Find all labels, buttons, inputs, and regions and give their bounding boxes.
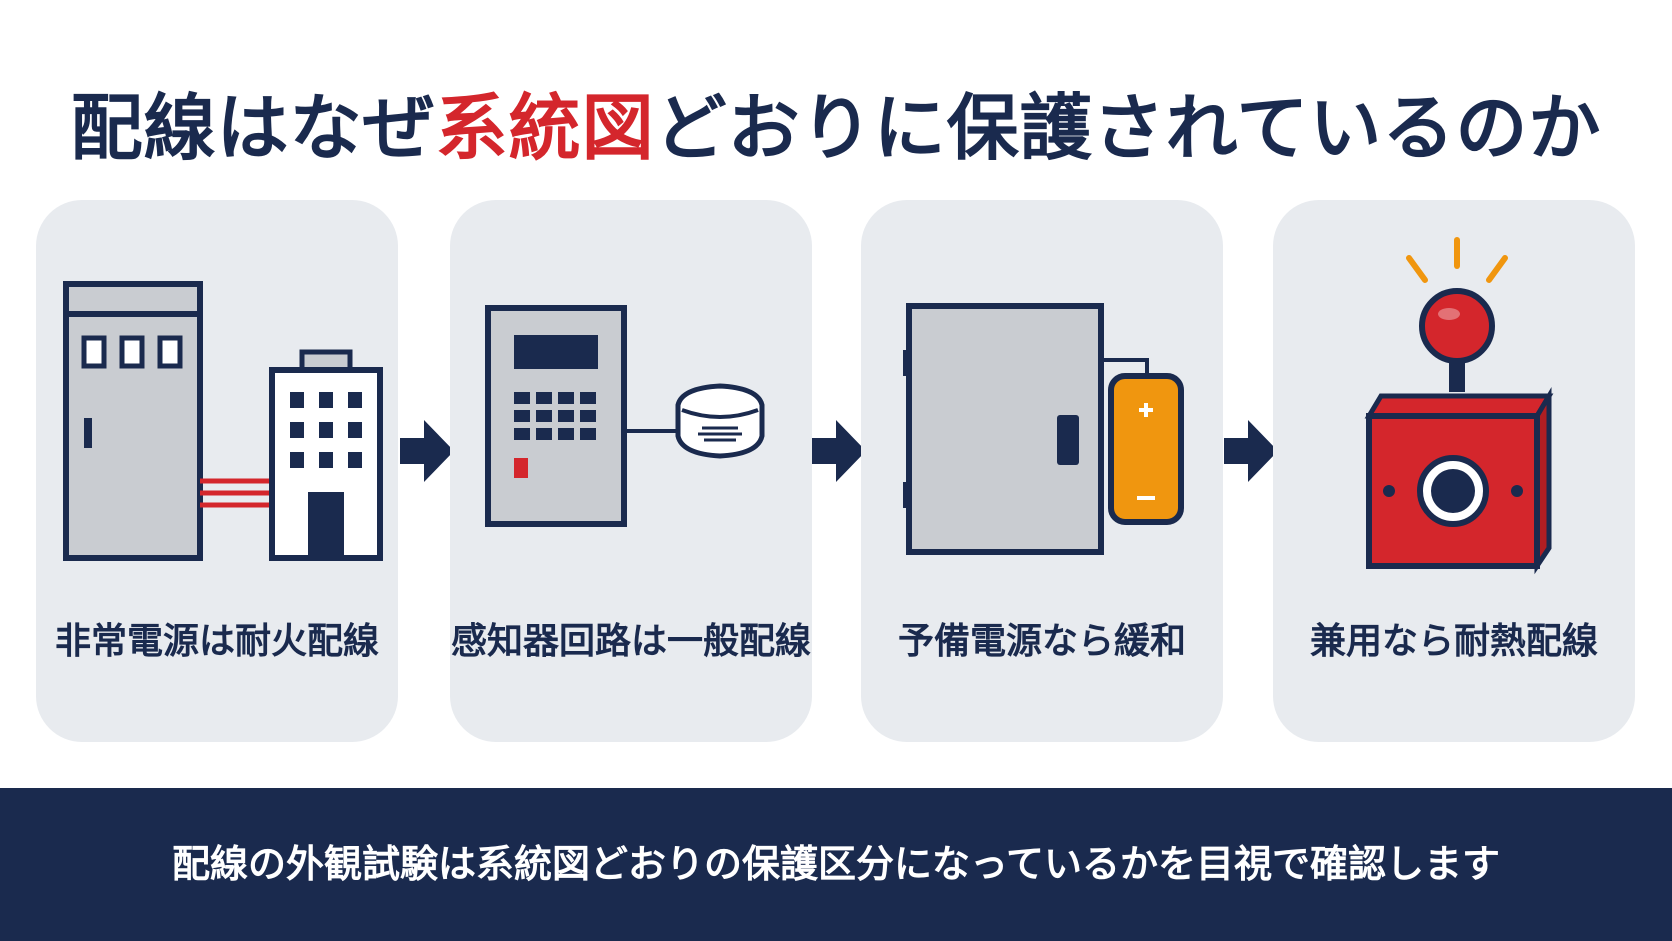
- step-card-detector-circuit: 感知器回路は一般配線: [450, 200, 812, 742]
- cabinet-battery-icon: [903, 303, 1184, 555]
- step-label: 非常電源は耐火配線: [54, 621, 379, 662]
- arrow-right-icon: [1224, 420, 1278, 482]
- alarm-bell-light-icon: [1364, 237, 1554, 575]
- arrow-right-icon: [812, 420, 866, 482]
- title-after: どおりに保護されているのか: [654, 86, 1602, 170]
- step-card-shared-circuit: 兼用なら耐熱配線: [1273, 200, 1635, 742]
- title-before: 配線はなぜ: [70, 86, 436, 170]
- emergency-power-panel-building-icon: [63, 281, 383, 561]
- control-panel-smoke-detector-icon: [485, 305, 765, 527]
- step-label: 感知器回路は一般配線: [450, 621, 811, 662]
- step-card-backup-power: 予備電源なら緩和: [861, 200, 1223, 742]
- step-label: 予備電源なら緩和: [897, 621, 1186, 662]
- footer-note: 配線の外観試験は系統図どおりの保護区分になっているかを目視で確認します: [0, 788, 1672, 941]
- step-label: 兼用なら耐熱配線: [1309, 621, 1598, 662]
- title-highlight: 系統図: [435, 86, 655, 170]
- step-card-emergency-power: 非常電源は耐火配線: [36, 200, 398, 742]
- page-title: 配線はなぜ系統図どおりに保護されているのか: [0, 78, 1672, 178]
- arrow-right-icon: [400, 420, 454, 482]
